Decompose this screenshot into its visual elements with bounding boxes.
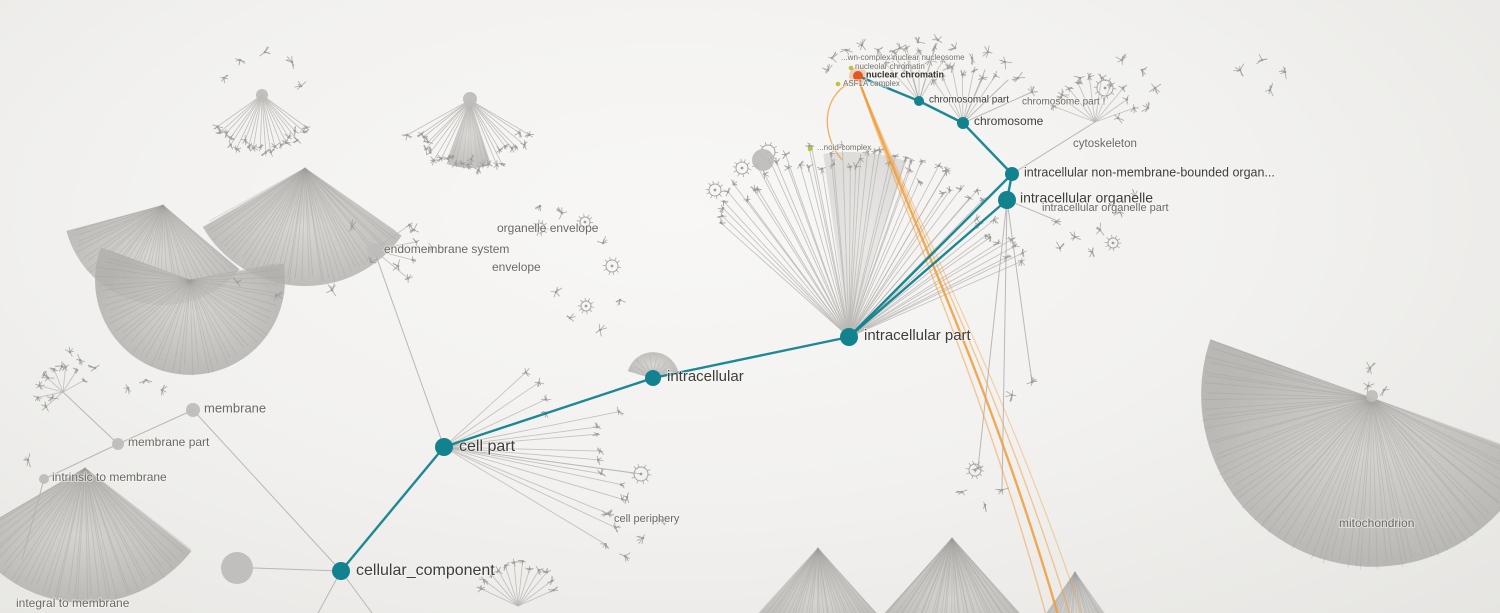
orange-association-edges <box>807 65 1082 613</box>
node-label-intracellular[interactable]: intracellular <box>666 367 745 386</box>
node-label-nuclear-chromatin[interactable]: nuclear chromatin <box>865 68 945 80</box>
edge-cell-part--intracellular <box>443 376 654 449</box>
edge-chromosomal-part--nuclear-chromatin <box>857 74 920 103</box>
edge-intracellular--intracellular-part <box>652 335 850 380</box>
node-nuclear-chromatin[interactable] <box>853 71 863 81</box>
term-label-endomembrane-system[interactable]: endomembrane system <box>383 241 510 257</box>
term-label-intrinsic-to-membrane[interactable]: intrinsic to membrane <box>51 469 168 485</box>
node-cellular-component[interactable] <box>332 562 350 580</box>
leaf-glyphs <box>23 33 1390 593</box>
node-intracellular-part[interactable] <box>840 328 858 346</box>
term-label-membrane-part[interactable]: membrane part <box>127 434 211 450</box>
node-label-intracellular-part[interactable]: intracellular part <box>863 326 973 345</box>
term-label-integral-to-membrane[interactable]: integral to membrane <box>15 595 131 611</box>
term-label-envelope[interactable]: envelope <box>491 259 542 275</box>
edge-intracellular-part--intracellular-organelle <box>848 199 1008 338</box>
edge-cellular-component--cell-part <box>340 446 445 572</box>
node-label-intracellular-non-membrane-bounded-organelle[interactable]: intracellular non-membrane-bounded organ… <box>1023 164 1276 180</box>
term-label-nucleolar-chromatin[interactable]: nucleolar chromatin <box>854 61 926 72</box>
edge-intracellular-non-membrane-bounded-organelle--chromosome <box>962 122 1013 175</box>
node-intracellular[interactable] <box>645 370 661 386</box>
term-label-cytoskeleton[interactable]: cytoskeleton <box>1072 137 1138 151</box>
node-cell-part[interactable] <box>435 438 453 456</box>
term-label-cell-periphery[interactable]: cell periphery <box>613 512 681 526</box>
node-label-chromosomal-part[interactable]: chromosomal part <box>928 94 1010 107</box>
term-label-noid-complex[interactable]: ...noid-complex <box>816 142 872 153</box>
term-label-intracellular-organelle-part[interactable]: intracellular organelle part <box>1041 201 1170 215</box>
node-label-cellular-component[interactable]: cellular_component <box>355 561 496 580</box>
term-label-wn-complex[interactable]: ...wn-complex <box>840 52 891 63</box>
node-label-chromosome[interactable]: chromosome <box>973 113 1045 129</box>
term-label-membrane[interactable]: membrane <box>203 399 267 416</box>
term-label-asf1a-complex[interactable]: ASF1A complex <box>842 78 901 89</box>
node-intracellular-non-membrane-bounded-organelle[interactable] <box>1005 167 1019 181</box>
term-label-chromosome-part[interactable]: chromosome part ! <box>1021 96 1106 109</box>
term-label-nuclear-nucleosome[interactable]: nuclear nucleosome <box>892 52 966 63</box>
node-chromosome[interactable] <box>957 117 969 129</box>
highlighted-path <box>332 67 1019 580</box>
node-intracellular-organelle[interactable] <box>998 191 1016 209</box>
node-chromosomal-part[interactable] <box>914 96 924 106</box>
node-label-cell-part[interactable]: cell part <box>458 437 517 456</box>
node-label-intracellular-organelle[interactable]: intracellular organelle <box>1019 189 1154 207</box>
edge-chromosome--chromosomal-part <box>918 99 964 125</box>
term-label-organelle-envelope[interactable]: organelle envelope <box>496 220 600 236</box>
edge-intracellular-part--intracellular-non-membrane-bounded-organelle <box>848 173 1013 338</box>
fan-clusters <box>0 46 1500 613</box>
term-label-mitochondrion[interactable]: mitochondrion <box>1338 515 1415 531</box>
term-labels: cellular_component cell part intracellular… <box>15 52 1415 611</box>
